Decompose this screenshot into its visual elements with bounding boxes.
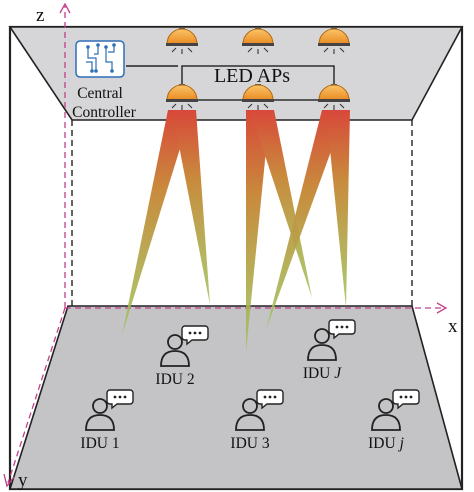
beam bbox=[266, 110, 346, 330]
z-axis-label: z bbox=[36, 5, 44, 26]
led-lamp-icon bbox=[166, 28, 198, 54]
z-axis-arrow-icon bbox=[59, 2, 71, 14]
beam bbox=[250, 110, 312, 298]
idu-label: IDU j bbox=[368, 435, 404, 452]
idu-label: IDU J bbox=[303, 365, 342, 382]
led-lamp-icon bbox=[318, 84, 350, 110]
led-aps-label: LED APs bbox=[214, 65, 290, 87]
user-icon bbox=[307, 328, 337, 361]
idu-label: IDU 1 bbox=[80, 435, 119, 452]
chat-bubble-icon bbox=[328, 319, 356, 340]
idu-index: J bbox=[334, 365, 342, 382]
beam bbox=[172, 110, 210, 305]
idu-user: IDU 1 bbox=[80, 389, 134, 452]
controller-label-line2: Controller bbox=[72, 104, 137, 121]
controller-label-line1: Central bbox=[77, 85, 123, 102]
x-axis-arrow-icon bbox=[436, 302, 448, 314]
user-icon bbox=[235, 398, 265, 431]
y-axis bbox=[7, 307, 66, 484]
user-icon bbox=[160, 334, 190, 367]
idu-user: IDU 2 bbox=[155, 325, 209, 388]
x-axis-label: x bbox=[448, 316, 458, 337]
user-icon bbox=[85, 398, 115, 431]
idu-label: IDU 3 bbox=[230, 435, 269, 452]
beam bbox=[122, 110, 192, 335]
user-icon bbox=[371, 398, 401, 431]
beam bbox=[246, 110, 270, 352]
circuit-traces-icon bbox=[86, 46, 115, 70]
idu-label: IDU 2 bbox=[155, 371, 194, 388]
led-ap-array bbox=[166, 28, 350, 110]
circuit-board-icon bbox=[75, 40, 125, 78]
y-axis-arrow-icon bbox=[3, 473, 15, 488]
light-beams bbox=[122, 110, 350, 352]
idu-user: IDU J bbox=[303, 319, 356, 382]
idu-user: IDU j bbox=[368, 389, 420, 452]
chat-bubble-icon bbox=[181, 325, 209, 346]
led-lamp-icon bbox=[242, 84, 274, 110]
led-lamp-icon bbox=[242, 28, 274, 54]
chat-bubble-icon bbox=[392, 389, 420, 410]
led-lamp-icon bbox=[166, 84, 198, 110]
led-lamp-icon bbox=[318, 28, 350, 54]
chat-bubble-icon bbox=[256, 389, 284, 410]
chat-bubble-icon bbox=[106, 389, 134, 410]
idu-user: IDU 3 bbox=[230, 389, 284, 452]
beam bbox=[326, 110, 350, 308]
central-controller bbox=[75, 40, 125, 78]
y-axis-label: y bbox=[18, 470, 28, 491]
circuit-nodes-icon bbox=[86, 43, 116, 73]
idu-index: j bbox=[398, 435, 404, 452]
floor bbox=[8, 305, 464, 490]
idu-group: IDU 1 IDU 2 IDU 3 IDU J IDU j bbox=[80, 319, 420, 452]
